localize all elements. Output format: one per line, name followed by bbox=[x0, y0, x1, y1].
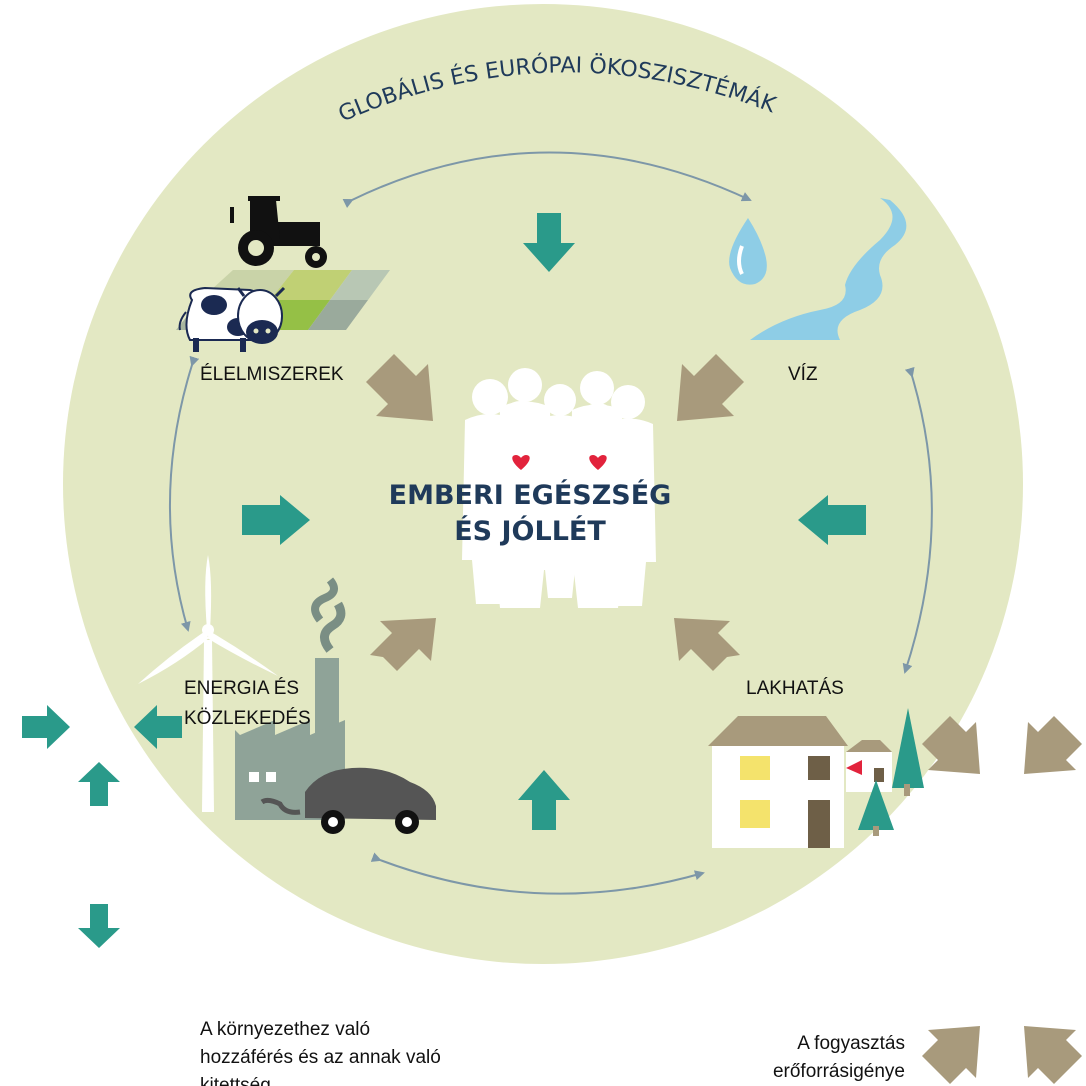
legend-consumption-arrow-1 bbox=[922, 716, 980, 774]
tree-icon-small bbox=[858, 780, 894, 836]
cycle-arrow-bottom bbox=[370, 852, 705, 895]
center-title-line2: ÉS JÓLLÉT bbox=[454, 516, 606, 547]
person-front-left bbox=[484, 401, 556, 608]
cycle-arrow-left bbox=[168, 355, 200, 632]
tree-icon-tall bbox=[892, 708, 924, 796]
housing-illustration bbox=[708, 708, 924, 848]
legend-access-arrow-up bbox=[78, 762, 120, 806]
consumption-arrow-bottomright bbox=[674, 618, 740, 671]
car-icon bbox=[260, 767, 436, 834]
legend-access-arrows bbox=[22, 705, 182, 948]
heart-icon-left bbox=[512, 455, 530, 470]
access-arrow-top bbox=[523, 213, 575, 272]
legend-consumption-line2: erőforrásigénye bbox=[772, 1061, 905, 1082]
cow-icon bbox=[178, 286, 286, 352]
legend-access-line3: kitettség bbox=[200, 1075, 271, 1086]
legend-access-arrow-down bbox=[78, 904, 120, 948]
access-arrow-left bbox=[242, 495, 310, 545]
node-label-food: ÉLELMISZEREK bbox=[200, 364, 344, 385]
legend-access-line1: A környezethez való bbox=[200, 1019, 371, 1040]
center-title-line1: EMBERI EGÉSZSÉG bbox=[388, 480, 672, 511]
energy-illustration bbox=[138, 555, 436, 834]
access-arrow-right bbox=[798, 495, 866, 545]
legend-consumption-arrows bbox=[922, 716, 1082, 1084]
people-silhouettes bbox=[462, 368, 656, 608]
node-label-water: VÍZ bbox=[788, 364, 818, 385]
legend-access-arrow-left bbox=[134, 705, 182, 749]
legend-consumption-arrow-4 bbox=[1024, 1026, 1082, 1084]
legend-consumption-arrow-2 bbox=[1024, 716, 1082, 774]
legend-access-text: A környezethez való hozzáférés és az ann… bbox=[200, 1016, 441, 1086]
legend-consumption-line1: A fogyasztás bbox=[797, 1033, 905, 1054]
legend-consumption-arrow-3 bbox=[922, 1026, 980, 1084]
hearts bbox=[512, 455, 607, 470]
cycle-arrow-right bbox=[902, 366, 933, 674]
node-label-energy-line2: KÖZLEKEDÉS bbox=[184, 708, 311, 729]
cycle-arrow-top bbox=[342, 151, 752, 208]
tractor-icon bbox=[230, 196, 327, 268]
consumption-arrow-topright bbox=[677, 354, 744, 421]
river-icon bbox=[750, 198, 907, 340]
legend-access-arrow-right bbox=[22, 705, 70, 749]
consumption-arrows bbox=[366, 354, 744, 671]
center-title: EMBERI EGÉSZSÉG ÉS JÓLLÉT bbox=[330, 478, 730, 550]
person-front-right bbox=[562, 403, 634, 608]
legend-access-line2: hozzáférés és az annak való bbox=[200, 1047, 441, 1068]
node-label-housing: LAKHATÁS bbox=[746, 678, 844, 699]
access-arrow-bottom bbox=[518, 770, 570, 830]
consumption-arrow-bottomleft bbox=[370, 618, 436, 671]
wind-turbine-icon bbox=[138, 555, 278, 812]
legend-consumption-text: A fogyasztás erőforrásigénye bbox=[700, 1030, 905, 1086]
heart-icon-right bbox=[589, 455, 607, 470]
water-illustration bbox=[729, 198, 907, 340]
node-label-energy-line1: ENERGIA ÉS bbox=[184, 678, 300, 699]
house-icon bbox=[708, 716, 892, 848]
access-arrows bbox=[242, 213, 866, 830]
food-illustration bbox=[176, 196, 390, 352]
cycle-arrows bbox=[168, 151, 933, 895]
consumption-arrow-topleft bbox=[366, 354, 433, 421]
